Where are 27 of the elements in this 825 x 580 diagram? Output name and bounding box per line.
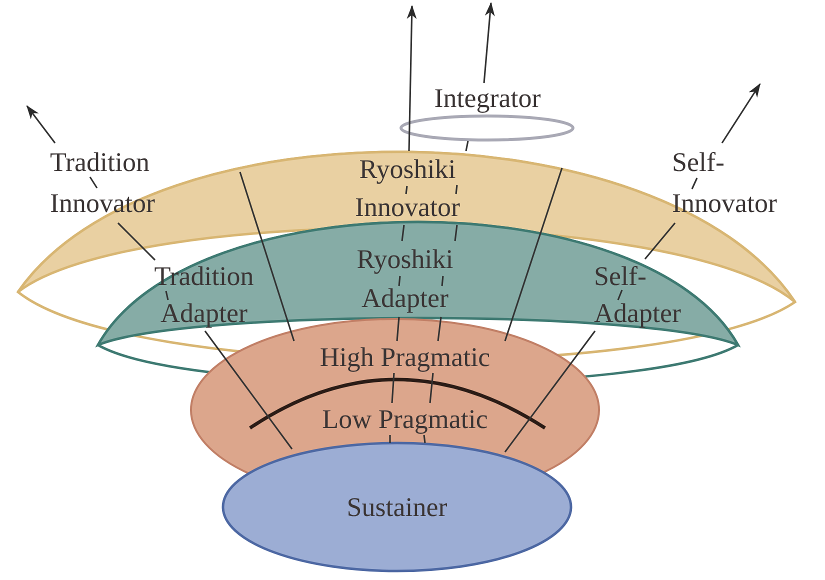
layer-name: Integrator: [433, 82, 542, 114]
layer-label: Ryoshiki Innovator: [345, 150, 470, 226]
connector-line: [423, 434, 426, 444]
layer-label: High Pragmatic: [290, 340, 520, 374]
layer-name: Sustainer: [346, 491, 448, 524]
layer-label: Low Pragmatic: [290, 402, 520, 436]
layer-label: Self- Adapter: [594, 258, 694, 332]
arrow: [483, 2, 495, 84]
connector-line: [504, 330, 596, 452]
layer-label: Ryoshiki Adapter: [350, 240, 460, 318]
arrow: [406, 5, 417, 152]
connector-line: [437, 316, 442, 342]
arrow: [26, 105, 56, 144]
connector-line: [117, 222, 156, 261]
connector-line: [204, 330, 293, 450]
connector-line: [429, 372, 434, 404]
connector-line: [401, 224, 405, 242]
connector-line: [454, 224, 458, 242]
connector-line: [391, 372, 395, 404]
arrow: [721, 83, 761, 144]
connector-line: [644, 222, 676, 260]
connector-line: [504, 168, 563, 342]
layer-label: Self- Innovator: [672, 142, 797, 224]
connector-line: [239, 172, 295, 342]
connector-line: [465, 140, 469, 152]
connector-line: [389, 435, 391, 443]
connector-line: [396, 316, 400, 342]
